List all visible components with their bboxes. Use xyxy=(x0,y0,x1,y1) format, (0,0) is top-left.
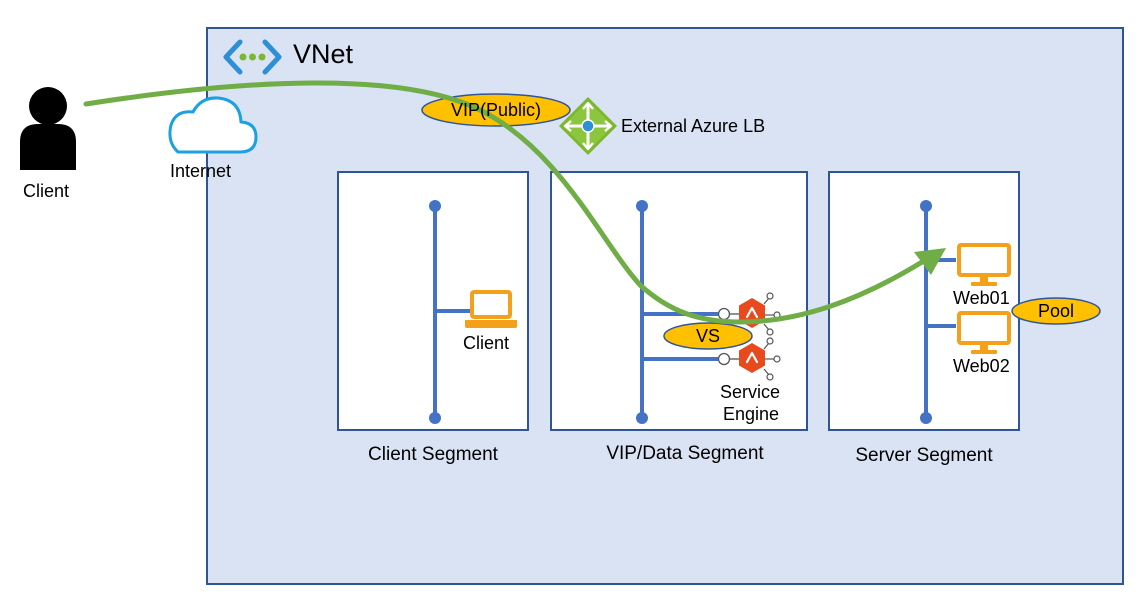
internet-label: Internet xyxy=(170,161,232,181)
vip-data-segment-bus xyxy=(636,200,718,424)
client-host-label: Client xyxy=(463,333,510,353)
traffic-flow-path xyxy=(83,80,925,325)
laptop-icon xyxy=(465,290,517,328)
pool-oval xyxy=(1011,297,1101,325)
vip-data-segment-box xyxy=(550,171,808,431)
vnet-icon xyxy=(223,39,282,75)
server-segment-label: Server Segment xyxy=(855,445,993,466)
internet-cloud-icon xyxy=(168,96,258,154)
client-segment-label: Client Segment xyxy=(368,444,498,465)
azure-lb-label: External Azure LB xyxy=(621,116,766,136)
traffic-flow-arrowhead xyxy=(914,248,946,275)
vnet-title: VNet xyxy=(293,39,354,69)
web02-monitor-icon xyxy=(957,311,1011,354)
vs-label: VS xyxy=(695,326,720,346)
vip-public-label: VIP(Public) xyxy=(450,100,542,120)
vip-data-segment-label: VIP/Data Segment xyxy=(606,443,764,464)
client-person-label: Client xyxy=(23,181,70,201)
client-segment-bus xyxy=(429,200,470,424)
service-engine-label-line2: Engine xyxy=(723,404,780,424)
pool-label: Pool xyxy=(1037,301,1075,321)
azure-lb-icon xyxy=(559,97,617,155)
web02-label: Web02 xyxy=(953,356,1010,376)
client-person-icon xyxy=(20,87,76,170)
service-engine-label-line1: Service xyxy=(720,382,781,402)
web01-monitor-icon xyxy=(957,243,1011,286)
service-engine-icon xyxy=(717,337,781,381)
web01-label: Web01 xyxy=(953,288,1010,308)
vs-oval xyxy=(663,322,753,350)
